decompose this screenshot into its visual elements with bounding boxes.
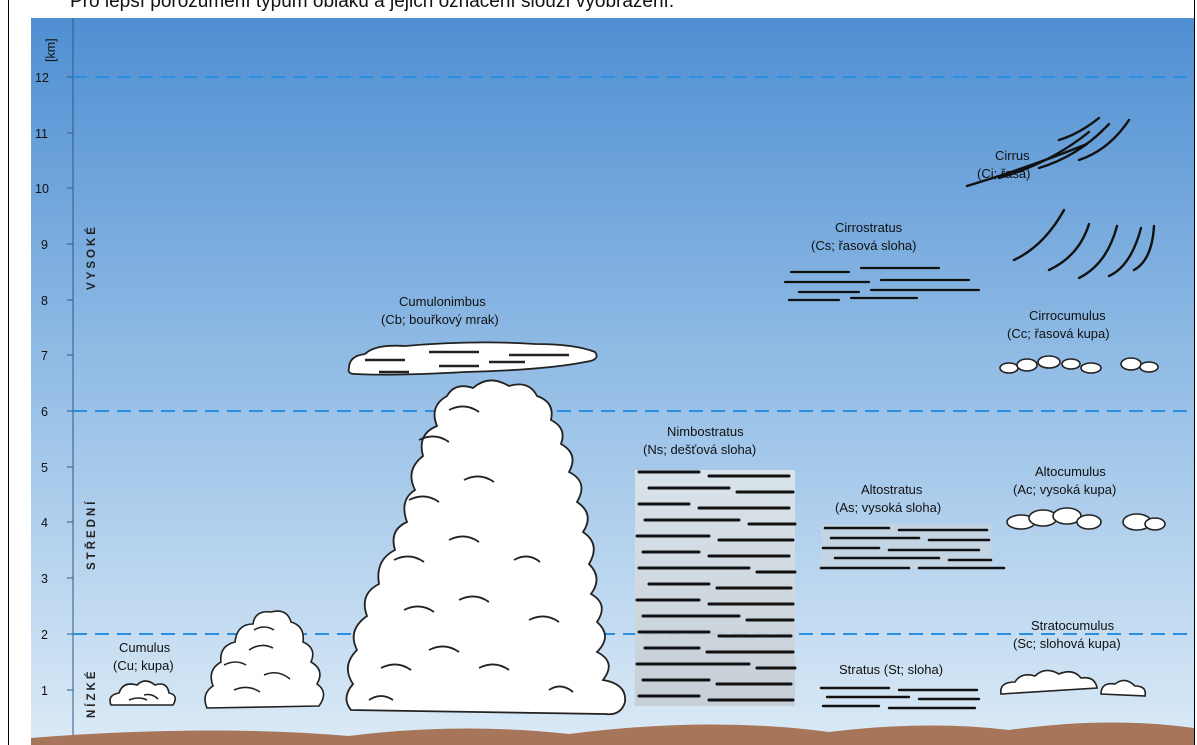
tick-6: 6	[41, 405, 48, 419]
stratocumulus-label-name: Stratocumulus	[1031, 618, 1115, 633]
cloud-diagram: [km] 1 2 3 4 5 6 7 8 9 10 11 12 VYSOKÉ S…	[9, 0, 1194, 745]
band-label-high: VYSOKÉ	[85, 224, 98, 290]
tick-8: 8	[41, 294, 48, 308]
band-label-middle: STŘEDNÍ	[85, 499, 98, 570]
cirrostratus-label-name: Cirrostratus	[835, 220, 903, 235]
cumulonimbus-label-name: Cumulonimbus	[399, 294, 486, 309]
tick-1: 1	[41, 684, 48, 698]
altocumulus-label-desc: (Ac; vysoká kupa)	[1013, 482, 1116, 497]
altostratus-label-desc: (As; vysoká sloha)	[835, 500, 941, 515]
altostratus-label-name: Altostratus	[861, 482, 923, 497]
cirrus-label-desc: (Ci; řasa)	[977, 166, 1030, 181]
nimbostratus-cloud	[635, 470, 795, 706]
tick-5: 5	[41, 461, 48, 475]
cumulonimbus-label-desc: (Cb; bouřkový mrak)	[381, 312, 499, 327]
altocumulus-label-name: Altocumulus	[1035, 464, 1106, 479]
stratocumulus-label-desc: (Sc; slohová kupa)	[1013, 636, 1121, 651]
altostratus-cloud	[821, 524, 1004, 568]
cirrostratus-label-desc: (Cs; řasová sloha)	[811, 238, 916, 253]
axis-unit-label: [km]	[44, 38, 58, 62]
stratus-label: Stratus (St; sloha)	[839, 662, 943, 677]
cirrus-label-name: Cirrus	[995, 148, 1030, 163]
nimbostratus-label-desc: (Ns; dešťová sloha)	[643, 442, 756, 457]
tick-9: 9	[41, 238, 48, 252]
cumulus-label-name: Cumulus	[119, 640, 171, 655]
tick-4: 4	[41, 516, 48, 530]
cirrocumulus-label-name: Cirrocumulus	[1029, 308, 1106, 323]
cloud-diagram-frame: [km] 1 2 3 4 5 6 7 8 9 10 11 12 VYSOKÉ S…	[8, 0, 1195, 745]
tick-10: 10	[35, 182, 49, 196]
tick-2: 2	[41, 628, 48, 642]
nimbostratus-label-name: Nimbostratus	[667, 424, 744, 439]
tick-3: 3	[41, 572, 48, 586]
cumulus-label-desc: (Cu; kupa)	[113, 658, 174, 673]
band-label-low: NÍZKÉ	[85, 669, 98, 719]
tick-7: 7	[41, 349, 48, 363]
tick-11: 11	[35, 127, 48, 141]
cirrocumulus-label-desc: (Cc; řasová kupa)	[1007, 326, 1110, 341]
tick-12: 12	[35, 71, 49, 85]
